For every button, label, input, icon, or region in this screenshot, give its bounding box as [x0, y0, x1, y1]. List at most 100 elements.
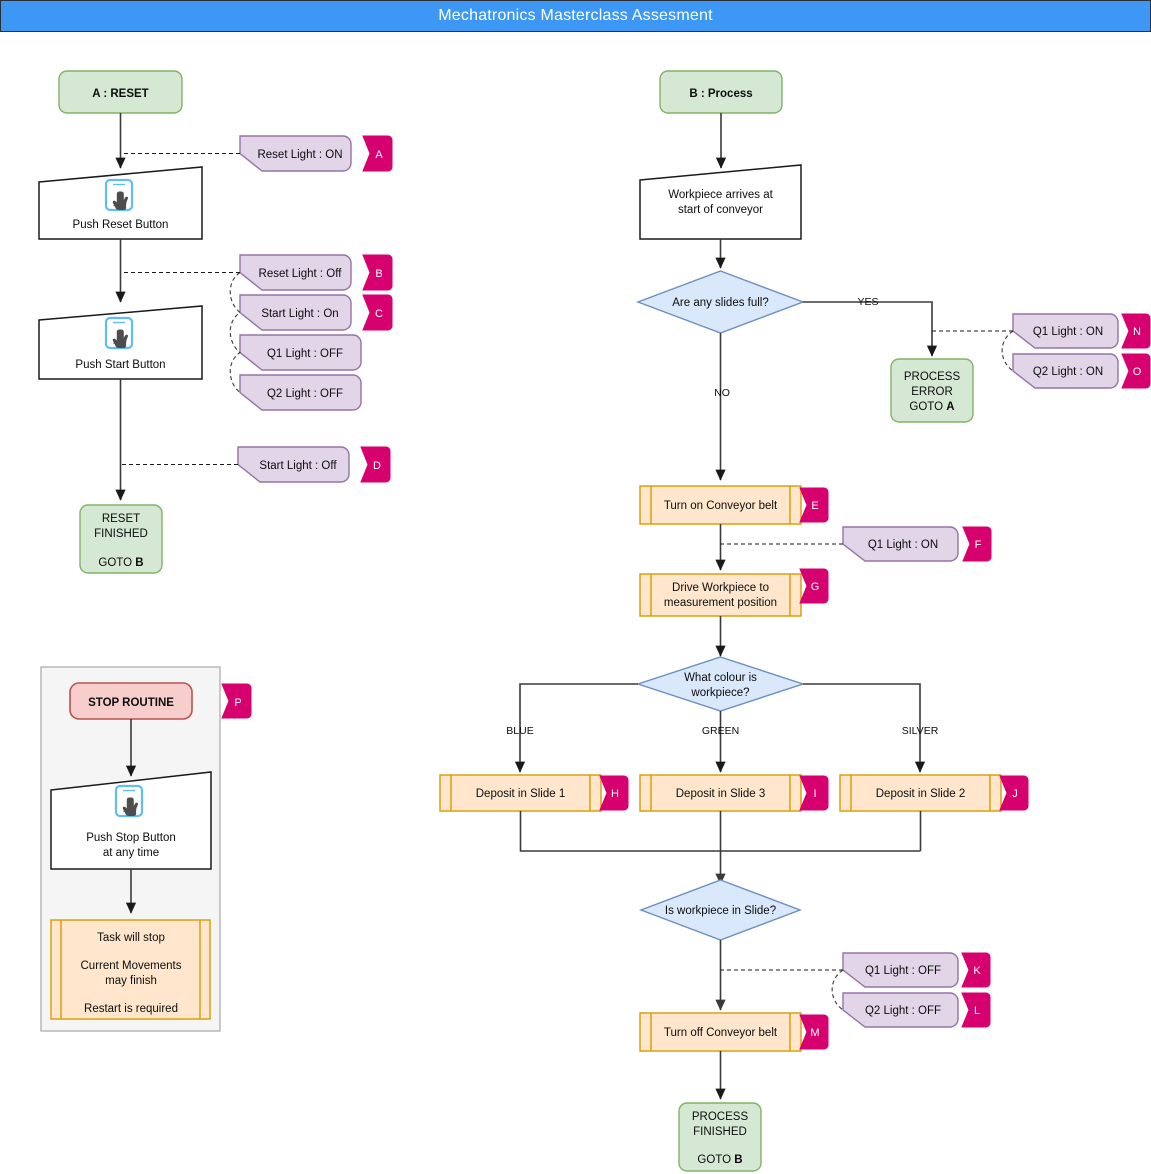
note-brace-reset — [229, 272, 241, 393]
node-turn-off-conveyor[interactable]: Turn off Conveyor belt — [639, 1012, 802, 1052]
note-reset-light-on[interactable]: Reset Light : ON — [239, 135, 352, 172]
node-line3: GOTO A — [909, 401, 954, 413]
tag-label: E — [811, 500, 818, 512]
node-label: Push Start Button — [75, 359, 165, 371]
node-line3: may finish — [105, 975, 157, 987]
node-line1: PROCESS — [904, 371, 961, 383]
note-brace-slide — [831, 969, 844, 1011]
node-deposit-slide-3[interactable]: Deposit in Slide 3 — [639, 774, 802, 812]
note-q1-light-off-slide[interactable]: Q1 Light : OFF — [842, 952, 959, 988]
note-q2-light-on-error[interactable]: Q2 Light : ON — [1012, 353, 1119, 389]
node-deposit-slide-2[interactable]: Deposit in Slide 2 — [839, 774, 1002, 812]
node-line2: FINISHED — [94, 528, 148, 540]
tag-label: M — [810, 1027, 819, 1039]
tag-K[interactable]: K — [961, 952, 991, 988]
node-push-start-button[interactable]: Push Start Button — [38, 305, 203, 380]
node-label: Deposit in Slide 2 — [876, 788, 966, 800]
tag-P[interactable]: P — [221, 683, 252, 719]
node-stop-routine-start[interactable]: STOP ROUTINE — [69, 682, 193, 720]
note-label: Q2 Light : OFF — [267, 388, 343, 400]
note-label: Q1 Light : ON — [1033, 326, 1103, 338]
node-drive-workpiece[interactable]: Drive Workpiece to measurement position — [639, 573, 802, 617]
node-line1: RESET — [102, 513, 140, 525]
edge-label-no: NO — [714, 387, 730, 399]
tag-label: P — [234, 697, 241, 709]
node-line3: GOTO B — [98, 557, 143, 569]
tag-O[interactable]: O — [1121, 353, 1151, 389]
note-start-light-off[interactable]: Start Light : Off — [237, 446, 350, 483]
node-line2: start of conveyor — [678, 204, 763, 216]
tag-M[interactable]: M — [799, 1014, 829, 1050]
node-deposit-slide-1[interactable]: Deposit in Slide 1 — [439, 774, 602, 812]
note-brace-error — [1001, 330, 1014, 372]
decision-label: Is workpiece in Slide? — [665, 905, 776, 917]
node-label: Deposit in Slide 3 — [676, 788, 766, 800]
tag-G[interactable]: G — [799, 568, 829, 604]
node-line2: ERROR — [911, 386, 953, 398]
node-line3: GOTO B — [697, 1154, 742, 1166]
node-line2: FINISHED — [693, 1126, 747, 1138]
node-label: Turn off Conveyor belt — [664, 1027, 778, 1039]
node-workpiece-arrives[interactable]: Workpiece arrives at start of conveyor — [639, 164, 802, 240]
node-turn-on-conveyor[interactable]: Turn on Conveyor belt — [639, 485, 802, 525]
tag-F[interactable]: F — [962, 526, 992, 562]
tag-C[interactable]: C — [362, 294, 393, 331]
node-process-finished[interactable]: PROCESS FINISHED GOTO B — [678, 1102, 762, 1172]
tag-I[interactable]: I — [799, 775, 829, 811]
edge-label-blue: BLUE — [506, 725, 533, 737]
node-line1: Drive Workpiece to — [672, 582, 769, 594]
note-label: Q2 Light : OFF — [865, 1005, 941, 1017]
node-reset-start[interactable]: A : RESET — [58, 70, 183, 114]
note-label: Q2 Light : ON — [1033, 366, 1103, 378]
tag-B[interactable]: B — [362, 254, 393, 291]
node-reset-start-label: A : RESET — [92, 88, 148, 100]
note-reset-light-off[interactable]: Reset Light : Off — [239, 254, 352, 291]
note-q1-light-on-error[interactable]: Q1 Light : ON — [1012, 313, 1119, 349]
note-q2-light-off-slide[interactable]: Q2 Light : OFF — [842, 992, 959, 1028]
tag-E[interactable]: E — [799, 487, 829, 523]
tag-D[interactable]: D — [360, 446, 391, 483]
tag-J[interactable]: J — [999, 775, 1029, 811]
node-line1: Task will stop — [97, 932, 165, 944]
note-q1-light-on-conveyor[interactable]: Q1 Light : ON — [842, 526, 959, 562]
node-push-reset-button[interactable]: Push Reset Button — [38, 166, 203, 240]
edge-silver-branch — [803, 683, 926, 773]
decision-line2: workpiece? — [690, 687, 749, 699]
node-line1: Workpiece arrives at — [668, 189, 773, 201]
node-process-start[interactable]: B : Process — [659, 70, 783, 114]
note-start-light-on[interactable]: Start Light : On — [239, 294, 352, 331]
node-reset-finished[interactable]: RESET FINISHED GOTO B — [79, 504, 163, 574]
tag-H[interactable]: H — [599, 775, 629, 811]
tag-label: C — [375, 308, 383, 320]
tag-label: F — [975, 539, 982, 551]
node-line2: measurement position — [664, 597, 777, 609]
note-label: Q1 Light : ON — [868, 539, 938, 551]
note-q1-light-off-reset[interactable]: Q1 Light : OFF — [239, 334, 362, 371]
note-label: Q1 Light : OFF — [865, 965, 941, 977]
tag-label: A — [375, 149, 383, 161]
node-push-stop-button[interactable]: Push Stop Button at any time — [50, 771, 212, 870]
tag-label: G — [811, 581, 820, 593]
tag-N[interactable]: N — [1121, 313, 1151, 349]
decision-line1: What colour is — [684, 672, 757, 684]
tag-L[interactable]: L — [961, 992, 991, 1028]
tag-label: L — [974, 1005, 980, 1017]
edge-label-green: GREEN — [702, 725, 739, 737]
tag-A[interactable]: A — [362, 135, 393, 172]
decision-workpiece-in-slide[interactable]: Is workpiece in Slide? — [639, 879, 802, 941]
node-line1: PROCESS — [692, 1111, 749, 1123]
tag-label: I — [813, 788, 816, 800]
node-label: B : Process — [689, 88, 752, 100]
node-stop-result[interactable]: Task will stop Current Movements may fin… — [50, 919, 211, 1020]
note-q2-light-off-reset[interactable]: Q2 Light : OFF — [239, 374, 362, 411]
tag-label: B — [375, 268, 382, 280]
tag-label: J — [1012, 788, 1018, 800]
node-process-error[interactable]: PROCESS ERROR GOTO A — [890, 358, 974, 423]
decision-workpiece-colour[interactable]: What colour is workpiece? — [635, 656, 806, 712]
edge-blue-branch — [514, 683, 638, 773]
decision-any-slides-full[interactable]: Are any slides full? — [636, 270, 805, 334]
node-label: STOP ROUTINE — [88, 697, 174, 709]
tag-label: D — [373, 460, 381, 472]
